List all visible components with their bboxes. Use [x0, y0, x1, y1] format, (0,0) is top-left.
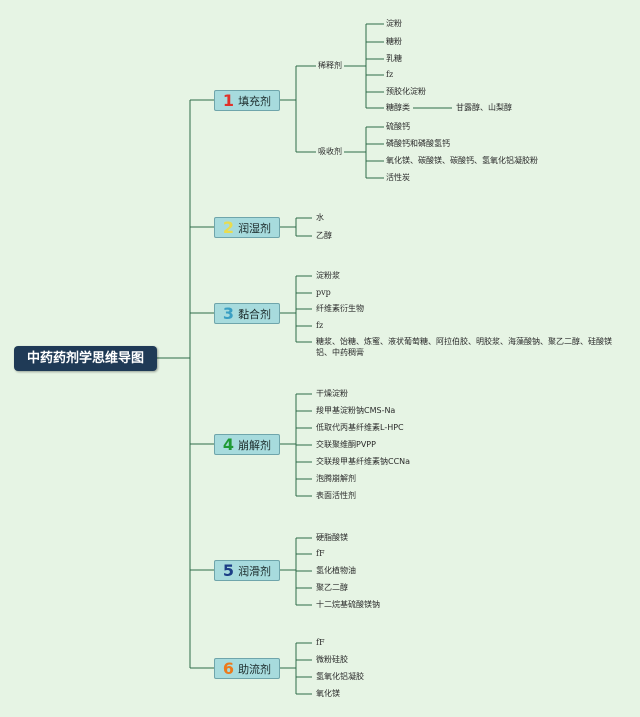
root-node[interactable]: 中药药剂学思维导图: [14, 346, 157, 371]
category-node-6[interactable]: 6 助流剂: [214, 658, 280, 679]
category-number: 3: [222, 304, 235, 323]
leaf-item[interactable]: 氢化植物油: [316, 566, 356, 575]
leaf-item[interactable]: 羧甲基淀粉钠CMS-Na: [316, 406, 396, 415]
leaf-item[interactable]: fF: [316, 638, 325, 647]
leaf-item[interactable]: 预胶化淀粉: [386, 87, 426, 96]
category-node-1[interactable]: 1 填充剂: [214, 90, 280, 111]
leaf-item[interactable]: pvp: [316, 288, 331, 297]
leaf-item[interactable]: 低取代丙基纤维素L-HPC: [316, 423, 404, 432]
leaf-item[interactable]: 磷酸钙和磷酸氢钙: [386, 139, 450, 148]
category-label: 填充剂: [238, 94, 272, 108]
leaf-item[interactable]: 乳糖: [386, 54, 402, 63]
leaf-item[interactable]: 糖醇类: [386, 103, 410, 112]
leaf-item[interactable]: 表面活性剂: [316, 491, 356, 500]
leaf-item[interactable]: fz: [386, 70, 394, 79]
category-node-3[interactable]: 3 黏合剂: [214, 303, 280, 324]
leaf-item[interactable]: 糖粉: [386, 37, 402, 46]
category-node-2[interactable]: 2 润湿剂: [214, 217, 280, 238]
category-node-4[interactable]: 4 崩解剂: [214, 434, 280, 455]
leaf-item[interactable]: 泡腾崩解剂: [316, 474, 356, 483]
category-number: 6: [222, 659, 235, 678]
leaf-item-detail[interactable]: 甘露醇、山梨醇: [456, 103, 512, 112]
leaf-item[interactable]: 交联聚维酮PVPP: [316, 440, 376, 449]
category-label: 助流剂: [238, 662, 272, 676]
category-label: 黏合剂: [238, 307, 272, 321]
leaf-item[interactable]: 活性炭: [386, 173, 410, 182]
leaf-item[interactable]: 淀粉: [386, 19, 402, 28]
leaf-item[interactable]: 交联羧甲基纤维素钠CCNa: [316, 457, 411, 466]
leaf-item[interactable]: 淀粉浆: [316, 271, 340, 280]
category-number: 1: [222, 91, 235, 110]
leaf-item[interactable]: 乙醇: [316, 231, 332, 240]
sub-branch-absorbent[interactable]: 吸收剂: [318, 147, 342, 156]
leaf-item-long[interactable]: 糖浆、饴糖、炼蜜、液状葡萄糖、阿拉伯胶、明胶浆、海藻酸钠、聚乙二醇、硅酸镁铝、中…: [316, 337, 612, 357]
sub-branch-diluent[interactable]: 稀释剂: [318, 61, 342, 70]
category-label: 润滑剂: [238, 564, 272, 578]
leaf-item[interactable]: fF: [316, 549, 325, 558]
leaf-item[interactable]: 十二烷基硫酸镁钠: [316, 600, 380, 609]
leaf-item[interactable]: 聚乙二醇: [316, 583, 348, 592]
leaf-item[interactable]: 氧化镁: [316, 689, 340, 698]
category-label: 润湿剂: [238, 221, 272, 235]
leaf-item[interactable]: 氧化镁、碳酸镁、碳酸钙、氢氧化铝凝胶粉: [386, 156, 538, 165]
category-number: 5: [222, 561, 235, 580]
leaf-item[interactable]: 氢氧化铝凝胶: [316, 672, 364, 681]
leaf-item[interactable]: 水: [316, 213, 324, 222]
category-number: 4: [222, 435, 235, 454]
leaf-item[interactable]: 硫酸钙: [386, 122, 410, 131]
leaf-item[interactable]: fz: [316, 321, 324, 330]
leaf-item[interactable]: 硬脂酸镁: [316, 533, 348, 542]
leaf-item[interactable]: 微粉硅胶: [316, 655, 348, 664]
leaf-item[interactable]: 纤维素衍生物: [316, 304, 364, 313]
category-label: 崩解剂: [238, 438, 272, 452]
category-number: 2: [222, 218, 235, 237]
leaf-item[interactable]: 干燥淀粉: [316, 389, 348, 398]
category-node-5[interactable]: 5 润滑剂: [214, 560, 280, 581]
